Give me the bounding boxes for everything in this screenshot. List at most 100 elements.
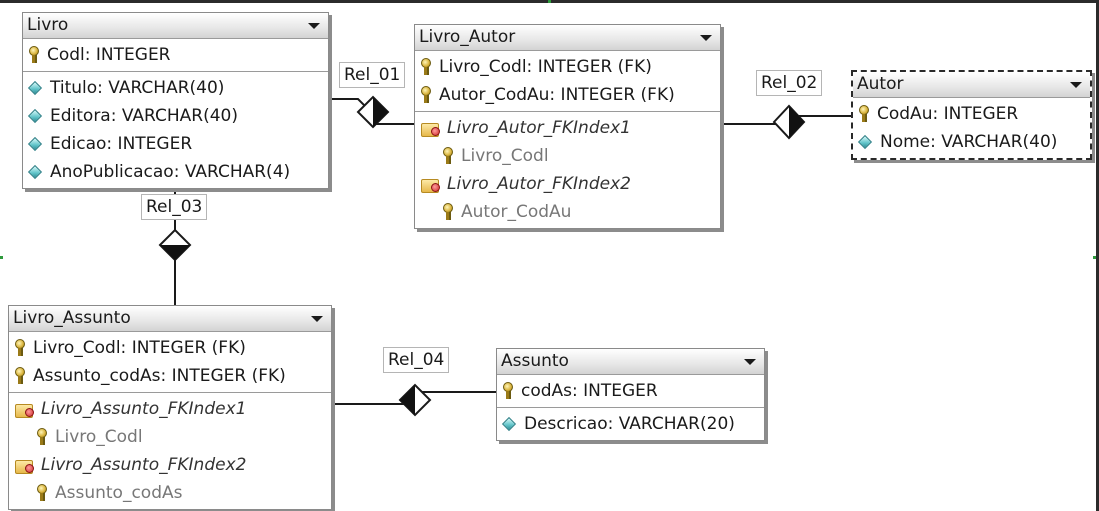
entity-section: Descricao: VARCHAR(20) [497, 407, 764, 440]
attribute-text: Descricao: VARCHAR(20) [524, 414, 735, 434]
attribute-row[interactable]: Titulo: VARCHAR(40) [23, 74, 328, 102]
key-icon [421, 86, 431, 104]
attribute-text: Nome: VARCHAR(40) [880, 132, 1058, 152]
attribute-text: Livro_Codl [55, 427, 143, 447]
attribute-row[interactable]: Assunto_codAs [9, 479, 331, 507]
attribute-text: Assunto_codAs: INTEGER (FK) [33, 366, 286, 386]
attribute-text: Livro_Autor_FKIndex2 [447, 174, 631, 194]
entity-section: Titulo: VARCHAR(40) Editora: VARCHAR(40) E… [23, 71, 328, 188]
attribute-icon [27, 108, 43, 124]
key-icon [15, 367, 25, 385]
key-icon [859, 105, 869, 123]
attribute-text: Codl: INTEGER [47, 45, 171, 65]
attribute-row[interactable]: AnoPublicacao: VARCHAR(4) [23, 158, 328, 186]
dropdown-arrow-icon[interactable] [700, 35, 712, 41]
key-icon [15, 339, 25, 357]
key-icon [421, 58, 431, 76]
canvas-right-border [1096, 0, 1099, 511]
index-row[interactable]: Livro_Assunto_FKIndex2 [9, 451, 331, 479]
key-icon [443, 203, 453, 221]
attribute-row[interactable]: Codl: INTEGER [23, 41, 328, 69]
relationship-label-rel-04[interactable]: Rel_04 [383, 347, 450, 373]
index-icon [421, 120, 441, 137]
attribute-text: codAs: INTEGER [521, 381, 658, 401]
dropdown-arrow-icon[interactable] [1070, 82, 1082, 88]
attribute-row[interactable]: Livro_Codl: INTEGER (FK) [415, 53, 720, 81]
attribute-text: Livro_Autor_FKIndex1 [447, 118, 631, 138]
attribute-icon [27, 80, 43, 96]
attribute-row[interactable]: codAs: INTEGER [497, 377, 764, 405]
attribute-text: AnoPublicacao: VARCHAR(4) [50, 162, 291, 182]
attribute-text: CodAu: INTEGER [877, 104, 1019, 124]
attribute-text: Titulo: VARCHAR(40) [50, 78, 225, 98]
attribute-row[interactable]: CodAu: INTEGER [853, 100, 1090, 128]
dropdown-arrow-icon[interactable] [744, 359, 756, 365]
entity-header[interactable]: Assunto [497, 349, 764, 375]
attribute-row[interactable]: Descricao: VARCHAR(20) [497, 410, 764, 438]
selection-handle [1093, 256, 1096, 259]
relationship-diamond-rel-01[interactable] [356, 95, 390, 129]
entity-header[interactable]: Autor [853, 72, 1090, 98]
attribute-text: Assunto_codAs [55, 483, 183, 503]
entity-section: codAs: INTEGER [497, 375, 764, 407]
key-icon [443, 147, 453, 165]
key-icon [29, 46, 39, 64]
attribute-row[interactable]: Autor_CodAu [415, 198, 720, 226]
relationship-diamond-rel-04[interactable] [398, 383, 432, 417]
index-row[interactable]: Livro_Assunto_FKIndex1 [9, 395, 331, 423]
entity-header[interactable]: Livro_Assunto [9, 306, 331, 332]
entity-header[interactable]: Livro [23, 13, 328, 39]
attribute-row[interactable]: Editora: VARCHAR(40) [23, 102, 328, 130]
relationship-diamond-rel-03[interactable] [158, 228, 192, 262]
attribute-text: Autor_CodAu: INTEGER (FK) [439, 85, 675, 105]
index-icon [421, 176, 441, 193]
dropdown-arrow-icon[interactable] [308, 23, 320, 29]
key-icon [37, 428, 47, 446]
index-icon [15, 457, 35, 474]
entity-assunto[interactable]: Assunto codAs: INTEGER Descricao: VARCHAR(… [496, 348, 765, 441]
attribute-text: Editora: VARCHAR(40) [50, 106, 238, 126]
relationship-label-rel-02[interactable]: Rel_02 [756, 70, 823, 96]
attribute-row[interactable]: Assunto_codAs: INTEGER (FK) [9, 362, 331, 390]
attribute-text: Livro_Codl: INTEGER (FK) [33, 338, 246, 358]
attribute-icon [857, 134, 873, 150]
entity-section: CodAu: INTEGER Nome: VARCHAR(40) [853, 98, 1090, 158]
entity-title: Livro_Autor [419, 27, 516, 47]
attribute-row[interactable]: Livro_Codl [9, 423, 331, 451]
attribute-row[interactable]: Livro_Codl [415, 142, 720, 170]
attribute-text: Edicao: INTEGER [50, 134, 193, 154]
selection-handle [0, 256, 3, 259]
entity-title: Autor [857, 74, 904, 94]
entity-section: Livro_Codl: INTEGER (FK) Autor_CodAu: INT… [415, 51, 720, 111]
index-icon [15, 401, 35, 418]
index-row[interactable]: Livro_Autor_FKIndex1 [415, 114, 720, 142]
entity-section: Codl: INTEGER [23, 39, 328, 71]
attribute-row[interactable]: Edicao: INTEGER [23, 130, 328, 158]
dropdown-arrow-icon[interactable] [311, 316, 323, 322]
index-row[interactable]: Livro_Autor_FKIndex2 [415, 170, 720, 198]
entity-header[interactable]: Livro_Autor [415, 25, 720, 51]
key-icon [37, 484, 47, 502]
relationship-label-rel-03[interactable]: Rel_03 [141, 194, 208, 220]
entity-title: Livro [27, 15, 69, 35]
relationship-diamond-rel-02[interactable] [772, 104, 806, 140]
key-icon [503, 382, 513, 400]
attribute-text: Livro_Codl: INTEGER (FK) [439, 57, 652, 77]
attribute-row[interactable]: Nome: VARCHAR(40) [853, 128, 1090, 156]
attribute-row[interactable]: Autor_CodAu: INTEGER (FK) [415, 81, 720, 109]
attribute-icon [501, 416, 517, 432]
selection-handle [548, 0, 551, 3]
relationship-label-rel-01[interactable]: Rel_01 [339, 62, 406, 88]
attribute-row[interactable]: Livro_Codl: INTEGER (FK) [9, 334, 331, 362]
attribute-text: Autor_CodAu [461, 202, 572, 222]
attribute-icon [27, 164, 43, 180]
entity-section: Livro_Codl: INTEGER (FK) Assunto_codAs: I… [9, 332, 331, 392]
